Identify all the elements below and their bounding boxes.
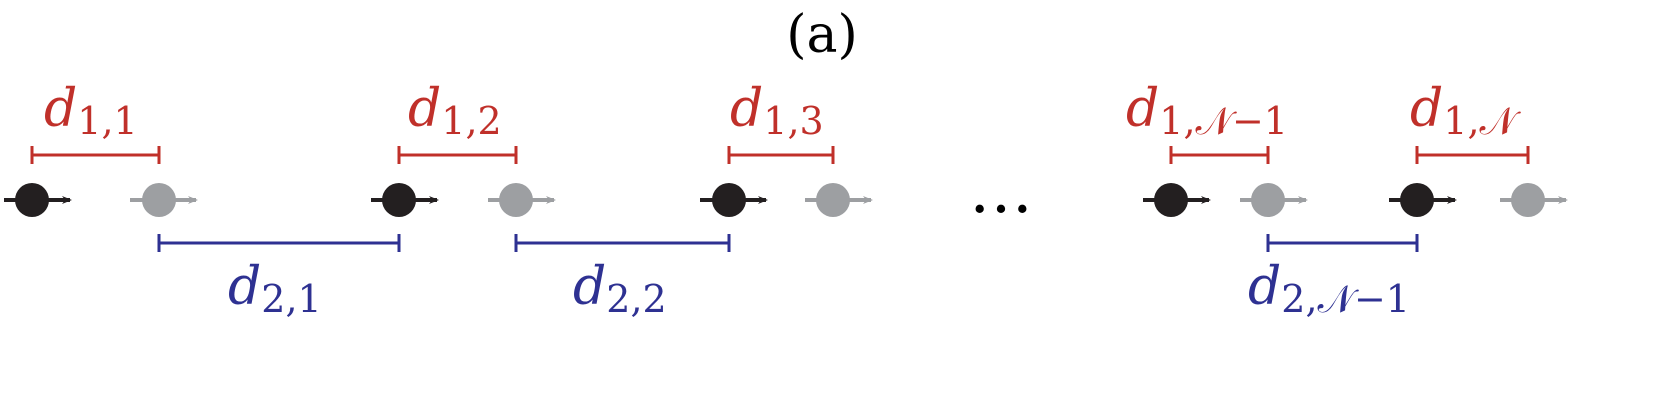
atom-gray bbox=[1500, 183, 1568, 217]
ellipsis: … bbox=[969, 154, 1033, 228]
label-d-2-2: d2,2 bbox=[573, 257, 667, 321]
atom-black bbox=[4, 183, 72, 217]
red-bracket-5 bbox=[1415, 146, 1530, 164]
atom-black bbox=[1389, 183, 1457, 217]
blue-bracket-3 bbox=[1266, 234, 1419, 252]
blue-bracket-1 bbox=[157, 234, 401, 252]
label-d-1-N-minus-1: d1,𝒩−1 bbox=[1126, 79, 1288, 143]
red-bracket-3 bbox=[727, 146, 835, 164]
label-d-2-N-minus-1: d2,𝒩−1 bbox=[1248, 257, 1410, 321]
red-bracket-2 bbox=[397, 146, 518, 164]
atom-gray bbox=[805, 183, 873, 217]
label-d-2-1: d2,1 bbox=[228, 257, 322, 321]
atom-black bbox=[1143, 183, 1211, 217]
label-d-1-N: d1,𝒩 bbox=[1410, 79, 1522, 143]
panel-label: (a) bbox=[786, 5, 858, 65]
atom-gray bbox=[488, 183, 556, 217]
atom-black bbox=[700, 183, 768, 217]
red-bracket-1 bbox=[30, 146, 161, 164]
label-d-1-2: d1,2 bbox=[408, 79, 502, 143]
red-bracket-4 bbox=[1169, 146, 1270, 164]
label-d-1-1: d1,1 bbox=[44, 79, 138, 143]
atom-black bbox=[371, 183, 439, 217]
atom-gray bbox=[1240, 183, 1308, 217]
atom-gray bbox=[130, 183, 198, 217]
blue-bracket-2 bbox=[514, 234, 731, 252]
label-d-1-3: d1,3 bbox=[730, 79, 824, 143]
